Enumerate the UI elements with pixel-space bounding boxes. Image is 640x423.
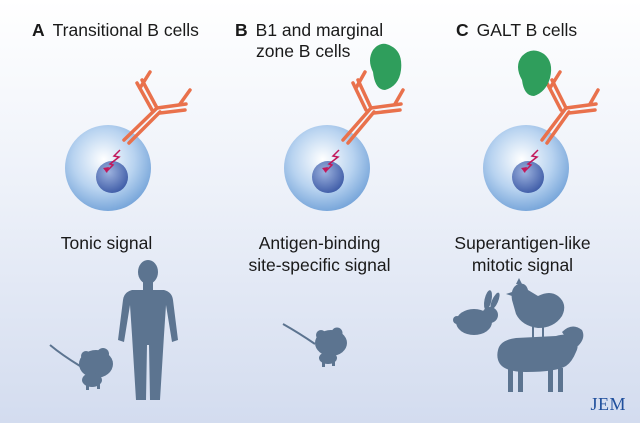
caption-line: site-specific signal — [248, 255, 391, 275]
signal-arrow-icon — [105, 149, 121, 173]
signal-arrow-icon — [523, 149, 539, 173]
mouse-icon — [282, 323, 347, 367]
signal-arrow-icon — [324, 149, 340, 173]
panel-title-text: GALT B cells — [476, 20, 578, 40]
panel-title: A Transitional B cells — [32, 20, 199, 41]
nucleus — [512, 161, 544, 193]
panel-galt-b-cells: C GALT B cells — [426, 0, 639, 423]
b-cell-diagram — [284, 43, 405, 211]
antigen-icon — [370, 43, 402, 90]
species-illustration — [453, 278, 584, 392]
mouse-icon — [49, 344, 113, 390]
panel-title-line2: zone B cells — [256, 41, 351, 61]
panel-title-text: B1 and marginal — [255, 20, 384, 40]
arrow-head-icon — [322, 167, 328, 173]
chicken-icon — [506, 278, 565, 338]
arrow-head-icon — [103, 167, 109, 173]
rabbit-icon — [453, 290, 500, 335]
panel-title: C GALT B cells — [456, 20, 577, 41]
signal-caption: Superantigen-like mitotic signal — [416, 232, 629, 276]
panel-b1-marginal-zone-b-cells: B B1 and marginal zone B cells — [213, 0, 426, 423]
b-cell-receptor — [341, 70, 405, 145]
sheep-icon — [497, 326, 584, 392]
panel-title: B B1 and marginal zone B cells — [235, 20, 383, 62]
signal-caption: Antigen-binding site-specific signal — [213, 232, 426, 276]
journal-logo: JEM — [590, 394, 626, 414]
signal-caption: Tonic signal — [0, 232, 213, 254]
panel-letter: A — [32, 20, 45, 40]
caption-line: mitotic signal — [471, 255, 574, 275]
b-cell-receptor — [122, 70, 192, 145]
nucleus — [312, 161, 344, 193]
panel-letter: B — [235, 20, 248, 40]
panel-letter: C — [456, 20, 469, 40]
species-illustration — [49, 260, 178, 400]
caption-line: Superantigen-like — [454, 233, 591, 253]
caption-line: Tonic signal — [60, 233, 153, 253]
human-icon — [118, 260, 178, 400]
caption-line: Antigen-binding — [258, 233, 381, 253]
b-cell-receptor — [540, 70, 600, 145]
superantigen-icon — [518, 50, 552, 96]
b-cell-diagram — [483, 50, 600, 211]
arrow-head-icon — [521, 167, 527, 173]
panel-transitional-b-cells: A Transitional B cells — [0, 0, 213, 423]
panel-title-text: Transitional B cells — [52, 20, 199, 40]
species-illustration — [282, 323, 347, 367]
b-cell-diagram — [65, 70, 192, 211]
